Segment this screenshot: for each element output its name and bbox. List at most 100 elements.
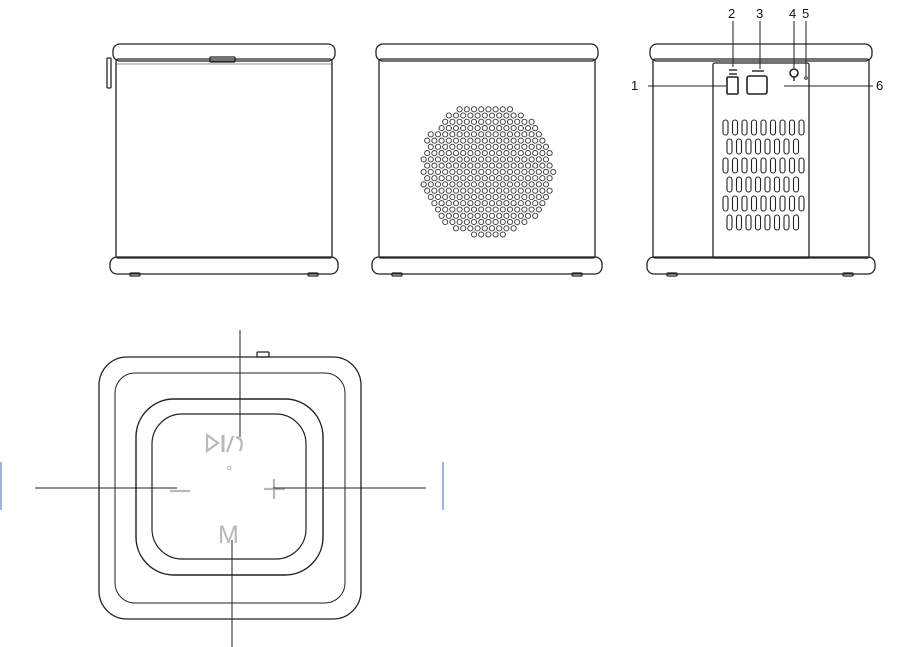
grille-hole: [471, 182, 476, 187]
grille-hole: [529, 132, 534, 137]
grille-hole: [468, 213, 473, 218]
grille-hole: [522, 169, 527, 174]
grille-hole: [457, 119, 462, 124]
grille-hole: [461, 188, 466, 193]
grille-hole: [504, 138, 509, 143]
grille-hole: [507, 132, 512, 137]
grille-hole: [529, 194, 534, 199]
grille-hole: [507, 194, 512, 199]
grille-hole: [464, 194, 469, 199]
grille-hole: [493, 169, 498, 174]
grille-hole: [500, 194, 505, 199]
grille-hole: [450, 169, 455, 174]
grille-hole: [450, 194, 455, 199]
grille-hole: [511, 163, 516, 168]
vent-slot: [780, 196, 785, 211]
grille-hole: [493, 144, 498, 149]
grille-hole: [461, 151, 466, 156]
grille-hole: [453, 126, 458, 131]
vent-slot: [733, 120, 738, 135]
grille-hole: [446, 151, 451, 156]
grille-hole: [529, 169, 534, 174]
mode-button[interactable]: M: [218, 521, 239, 549]
grille-hole: [518, 213, 523, 218]
grille-hole: [421, 169, 426, 174]
grille-hole: [457, 194, 462, 199]
grille-hole: [518, 113, 523, 118]
grille-hole: [468, 126, 473, 131]
grille-hole: [522, 194, 527, 199]
grille-hole: [507, 119, 512, 124]
grille-hole: [475, 163, 480, 168]
grille-hole: [533, 126, 538, 131]
vent-slot: [727, 139, 732, 154]
grille-hole: [450, 157, 455, 162]
grille-hole: [500, 232, 505, 237]
grille-hole: [511, 201, 516, 206]
grille-hole: [453, 163, 458, 168]
vent-slot: [771, 158, 776, 173]
grille-hole: [536, 132, 541, 137]
grille-hole: [493, 182, 498, 187]
grille-hole: [435, 132, 440, 137]
grille-hole: [515, 119, 520, 124]
grille-hole: [525, 163, 530, 168]
grille-hole: [453, 138, 458, 143]
grille-hole: [486, 232, 491, 237]
vent-slot: [771, 120, 776, 135]
grille-hole: [457, 207, 462, 212]
grille-hole: [540, 201, 545, 206]
vent-slot: [765, 177, 770, 192]
grille-hole: [471, 144, 476, 149]
grille-hole: [461, 201, 466, 206]
grille-hole: [461, 226, 466, 231]
grille-hole: [439, 176, 444, 181]
grille-hole: [543, 182, 548, 187]
grille-hole: [439, 151, 444, 156]
grille-hole: [446, 163, 451, 168]
vent-slot: [780, 120, 785, 135]
callout-4: 4: [789, 6, 796, 21]
grille-hole: [493, 107, 498, 112]
grille-hole: [479, 219, 484, 224]
grille-hole: [464, 182, 469, 187]
grille-hole: [475, 151, 480, 156]
grille-hole: [461, 163, 466, 168]
vent-slot: [790, 158, 795, 173]
grille-hole: [518, 138, 523, 143]
grille-hole: [479, 132, 484, 137]
grille-hole: [468, 113, 473, 118]
grille-hole: [428, 157, 433, 162]
grille-hole: [482, 213, 487, 218]
grille-hole: [489, 201, 494, 206]
plus-icon[interactable]: [264, 479, 285, 499]
grille-hole: [547, 176, 552, 181]
grille-hole: [497, 213, 502, 218]
vent-slot: [723, 196, 728, 211]
grille-hole: [507, 207, 512, 212]
grille-hole: [450, 119, 455, 124]
grille-hole: [525, 126, 530, 131]
grille-hole: [435, 207, 440, 212]
grille-hole: [486, 107, 491, 112]
grille-hole: [446, 201, 451, 206]
play-pause-call-icon[interactable]: [207, 435, 242, 452]
grille-hole: [471, 232, 476, 237]
vent-slot: [752, 196, 757, 211]
grille-hole: [435, 157, 440, 162]
grille-hole: [482, 201, 487, 206]
grille-hole: [453, 151, 458, 156]
grille-hole: [486, 132, 491, 137]
vent-slot: [742, 196, 747, 211]
grille-hole: [425, 151, 430, 156]
grille-hole: [486, 157, 491, 162]
grille-hole: [540, 176, 545, 181]
grille-hole: [515, 182, 520, 187]
grille-hole: [446, 213, 451, 218]
grille-hole: [457, 132, 462, 137]
grille-hole: [482, 138, 487, 143]
vent-slot: [761, 158, 766, 173]
grille-hole: [443, 194, 448, 199]
grille-hole: [518, 188, 523, 193]
grille-hole: [432, 163, 437, 168]
